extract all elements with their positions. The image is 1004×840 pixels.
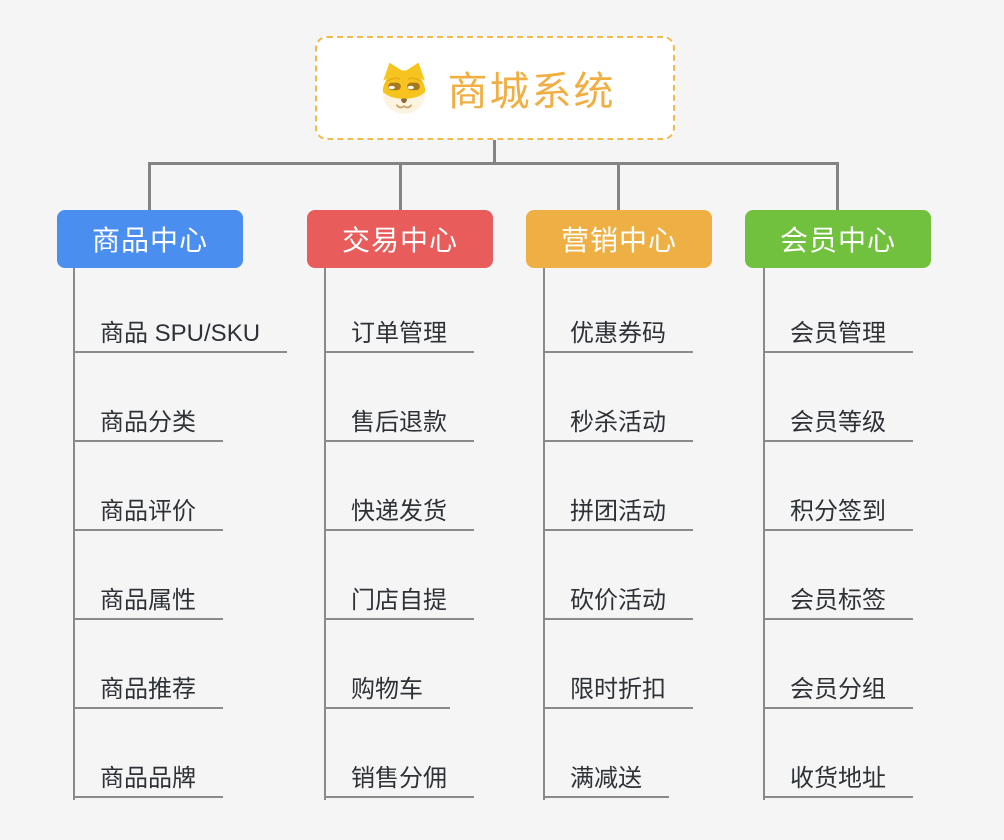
root-title: 商城系统 — [447, 70, 616, 114]
item-member-center-2[interactable]: 会员等级 — [763, 408, 913, 442]
item-product-center-1[interactable]: 商品 SPU/SKU — [73, 319, 288, 353]
item-marketing-center-3[interactable]: 拼团活动 — [543, 497, 693, 531]
item-trade-center-6[interactable]: 销售分佣 — [324, 764, 474, 798]
branch-header-marketing-center[interactable]: 营销中心 — [526, 210, 712, 268]
item-member-center-6[interactable]: 收货地址 — [763, 764, 913, 798]
connector-root-stem — [493, 140, 496, 164]
branch-header-member-center[interactable]: 会员中心 — [745, 210, 931, 268]
item-product-center-3[interactable]: 商品评价 — [73, 497, 223, 531]
item-marketing-center-1[interactable]: 优惠券码 — [543, 319, 693, 353]
connector-drop-3 — [617, 163, 620, 210]
branch-line-marketing-center — [543, 268, 545, 800]
root-node-mall-system[interactable]: 商城系统 — [315, 36, 675, 140]
item-trade-center-5[interactable]: 购物车 — [324, 675, 450, 709]
dog-icon — [382, 62, 425, 114]
item-trade-center-3[interactable]: 快递发货 — [324, 497, 474, 531]
item-trade-center-2[interactable]: 售后退款 — [324, 408, 474, 442]
item-marketing-center-4[interactable]: 砍价活动 — [543, 586, 693, 620]
branch-header-product-center[interactable]: 商品中心 — [57, 210, 243, 268]
item-product-center-4[interactable]: 商品属性 — [73, 586, 223, 620]
item-marketing-center-6[interactable]: 满减送 — [543, 764, 669, 798]
branch-line-product-center — [73, 268, 75, 800]
branch-line-trade-center — [324, 268, 326, 800]
branch-line-member-center — [763, 268, 765, 800]
item-marketing-center-2[interactable]: 秒杀活动 — [543, 408, 693, 442]
item-marketing-center-5[interactable]: 限时折扣 — [543, 675, 693, 709]
branch-header-trade-center[interactable]: 交易中心 — [307, 210, 493, 268]
connector-drop-2 — [399, 163, 402, 210]
item-trade-center-1[interactable]: 订单管理 — [324, 319, 474, 353]
item-product-center-2[interactable]: 商品分类 — [73, 408, 223, 442]
connector-drop-4 — [836, 163, 839, 210]
item-member-center-3[interactable]: 积分签到 — [763, 497, 913, 531]
item-product-center-5[interactable]: 商品推荐 — [73, 675, 223, 709]
item-product-center-6[interactable]: 商品品牌 — [73, 764, 223, 798]
item-trade-center-4[interactable]: 门店自提 — [324, 586, 474, 620]
connector-drop-1 — [148, 163, 151, 210]
item-member-center-4[interactable]: 会员标签 — [763, 586, 913, 620]
item-member-center-1[interactable]: 会员管理 — [763, 319, 913, 353]
item-member-center-5[interactable]: 会员分组 — [763, 675, 913, 709]
connector-bus — [148, 162, 839, 165]
